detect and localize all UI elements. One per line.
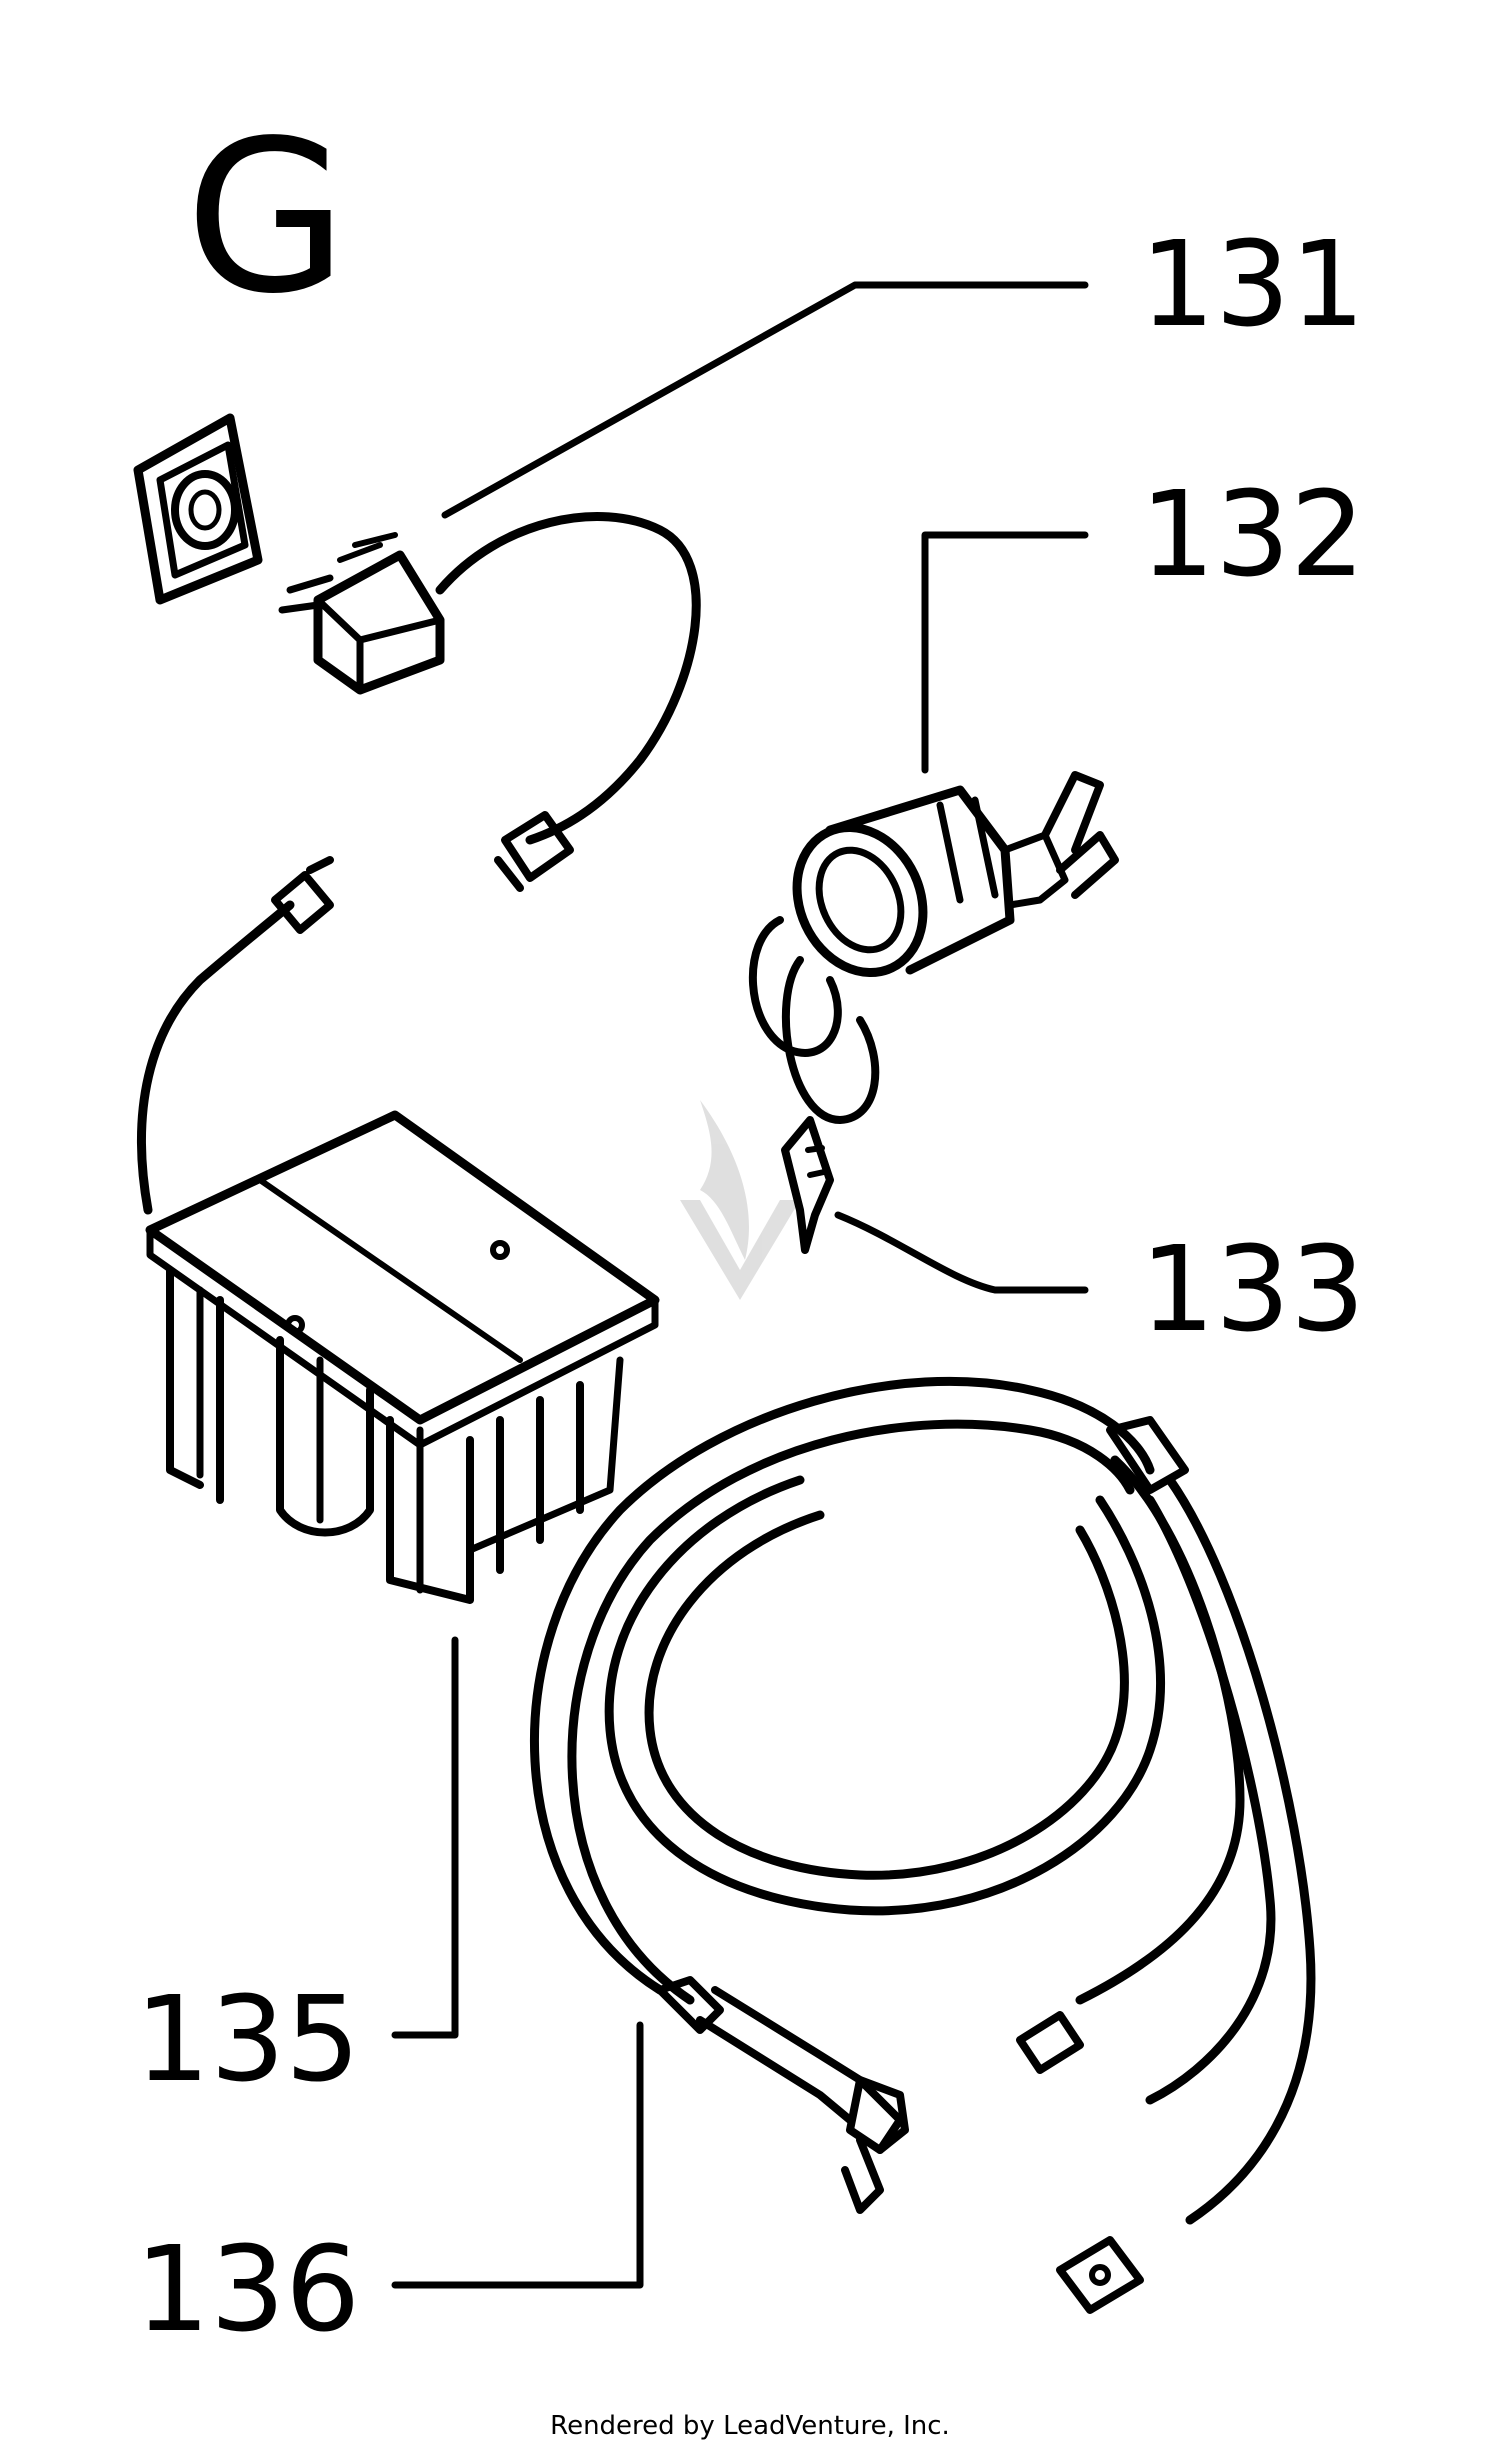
section-letter: G — [185, 95, 348, 340]
leader-133 — [834, 1211, 1089, 1294]
cable-harness — [391, 1376, 1316, 2314]
switch-assembly — [133, 281, 1089, 892]
ignition-keys — [748, 916, 1089, 1294]
callout-136: 136 — [135, 2220, 360, 2358]
footer-credit: Rendered by LeadVenture, Inc. — [550, 2411, 950, 2441]
switch-bezel — [133, 413, 263, 605]
callout-132: 132 — [1140, 465, 1365, 603]
callout-135: 135 — [135, 1970, 360, 2108]
switch-lead-wire — [435, 512, 701, 845]
leader-136 — [391, 2021, 644, 2289]
leader-135 — [391, 1636, 459, 2039]
watermark-logo — [680, 1100, 800, 1300]
switch-terminal — [494, 811, 574, 892]
switch-body — [278, 532, 445, 695]
callout-133: 133 — [1140, 1220, 1365, 1358]
ignition-switch — [792, 531, 1119, 978]
leader-132 — [921, 531, 1089, 774]
battery — [137, 856, 660, 2039]
leader-131 — [441, 281, 1089, 519]
callout-131: 131 — [1140, 215, 1365, 353]
